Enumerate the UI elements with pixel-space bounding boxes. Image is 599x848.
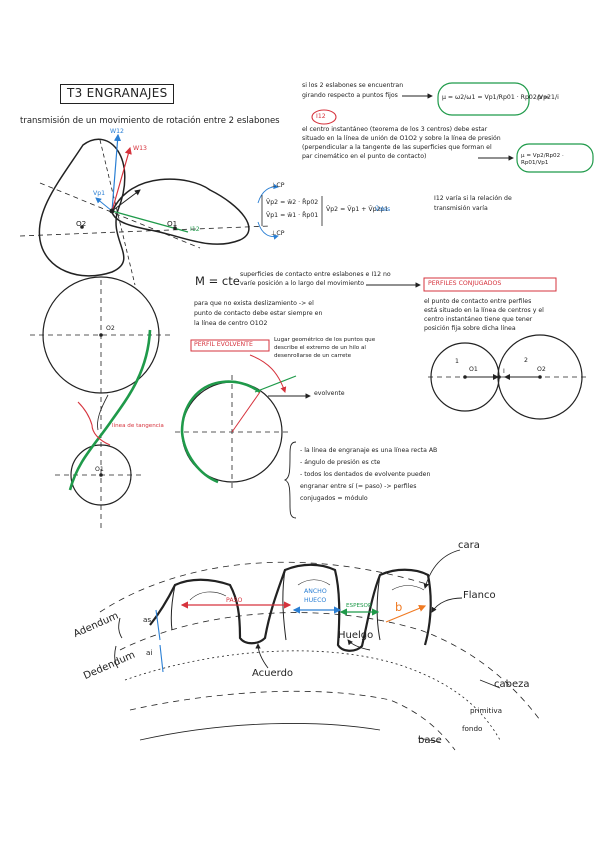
fig-involute-circles [30, 276, 170, 528]
bullet-4: engranar entre sí (= paso) -> perfiles [300, 483, 417, 490]
fig4-o2: O2 [537, 366, 546, 373]
tr-theorem-4: par cinemático en el punto de contacto) [302, 153, 427, 160]
fig4-one: 1 [455, 358, 459, 365]
gear-cabeza: cabeza [494, 679, 530, 690]
label-o1: O1 [167, 219, 178, 228]
eq-line2: V̄p1 = w̄1 · R̄p01 [266, 212, 319, 219]
subtitle: transmisión de un movimiento de rotación… [20, 116, 280, 126]
mid-linea-tangencia: línea de tangencia [112, 423, 164, 429]
mid-evolv-1: Lugar geométrico de los puntos que [274, 337, 376, 343]
mid-desc-1: superficies de contacto entre eslabones … [240, 271, 391, 278]
mid-perf-2: está situado en la línea de centros y el [424, 307, 544, 314]
gear-ai: ai [146, 648, 153, 657]
gear-flanco: Flanco [463, 590, 496, 601]
tr-mu-small: μ = 1/i [538, 94, 559, 101]
label-i12: I12 [190, 226, 200, 233]
gear-espesor: ESPESOR [346, 603, 372, 609]
mid-para-1: para que no exista deslizamiento -> el [194, 300, 314, 307]
gear-primitiva: primitiva [470, 706, 502, 715]
label-o2: O2 [76, 219, 87, 228]
gear-cara: cara [458, 540, 480, 551]
mid-arrows [190, 277, 557, 352]
mid-o2: O2 [106, 325, 115, 332]
mid-perfiles-conjugados: PERFILES CONJUGADOS [428, 280, 502, 287]
fig-two-links [19, 133, 271, 286]
gear-base: base [418, 735, 442, 746]
gear-ancho-2: HUECO [304, 597, 327, 604]
label-vp1: Vp1 [93, 190, 106, 197]
tr-theorem-1: el centro instantáneo (teorema de los 3 … [302, 126, 488, 133]
page-title: T3 ENGRANAJES [67, 86, 168, 100]
mid-para-2: punto de contacto debe estar siempre en [194, 310, 323, 317]
gear-as: as [143, 615, 152, 624]
eq-result: V̄p2 = V̄p1 + V̄p2p1 [326, 206, 389, 213]
fig4-two: 2 [524, 357, 528, 364]
tr-i12-note-1: I12 varía si la relación de [434, 195, 512, 202]
mid-mu-cte: M = cte [195, 274, 240, 288]
gear-paso: PASO [226, 597, 243, 604]
gear-huelgo: Huelgo [338, 630, 374, 641]
mid-evolv-3: desenrollarse de un carrete [274, 353, 352, 359]
bullet-2: - ángulo de presión es cte [300, 459, 381, 466]
gear-ancho-1: ANCHO [304, 588, 327, 595]
mid-para-3: la línea de centro O1O2 [194, 320, 268, 327]
bullet-3: - todos los dentados de evolvente pueden [300, 471, 431, 478]
tr-mu-formula: μ = ω2/ω1 = Vp1/Rp01 · Rp02/Vp2 [442, 94, 551, 101]
tr-i12-note-2: transmisión varía [434, 205, 488, 212]
tr-theorem-3: (perpendicular a la tangente de las supe… [302, 144, 492, 151]
eq-vdes: V̄des [375, 206, 391, 213]
fig4-i: I [503, 368, 505, 375]
label-w13: W13 [133, 145, 147, 152]
mid-perf-3: centro instantáneo tiene que tener [424, 316, 533, 323]
tr-i12-label: I12 [316, 113, 326, 120]
mid-o1: O1 [95, 466, 104, 473]
tr-theorem-2: situado en la línea de unión de O1O2 y s… [302, 135, 501, 142]
fig-involute-curve [175, 354, 311, 488]
mid-desc-2: varíe posición a lo largo del movimiento [240, 280, 365, 287]
mid-evolvente: evolvente [314, 390, 345, 397]
label-w12: W12 [110, 128, 124, 135]
mid-perf-1: el punto de contacto entre perfiles [424, 298, 532, 305]
bullet-1: - la línea de engranaje es una línea rec… [300, 447, 438, 454]
bullets-brace [283, 441, 297, 519]
top-right-boxes [311, 82, 594, 173]
gear-b: b [395, 600, 403, 614]
tr-mu-formula2: μ = Vp2/Rp02 · Rp01/Vp1 [521, 153, 564, 166]
eq-cp-top: ⊥CP [271, 182, 285, 189]
tr-line1: si los 2 eslabones se encuentran [302, 82, 404, 89]
equation-arrows [257, 183, 323, 240]
gear-fondo: fondo [462, 724, 483, 733]
title-box [60, 84, 174, 104]
mid-evolv-2: describe el extremo de un hilo al [274, 345, 366, 351]
fig-pitch-circles [428, 334, 590, 420]
tr-line2: girando respecto a puntos fijos [302, 92, 398, 99]
bullet-5: conjugados = módulo [300, 495, 368, 502]
fig4-o1: O1 [469, 366, 478, 373]
gear-acuerdo: Acuerdo [252, 668, 294, 679]
mid-perf-4: posición fija sobre dicha línea [424, 325, 516, 332]
eq-line1: V̄p2 = w̄2 · R̄p02 [266, 199, 319, 206]
eq-cp-bottom: ⊥CP [271, 230, 285, 237]
mid-perfil-evolvente: PERFIL EVOLVENTE [194, 341, 253, 348]
fig-gear-teeth [99, 549, 541, 751]
